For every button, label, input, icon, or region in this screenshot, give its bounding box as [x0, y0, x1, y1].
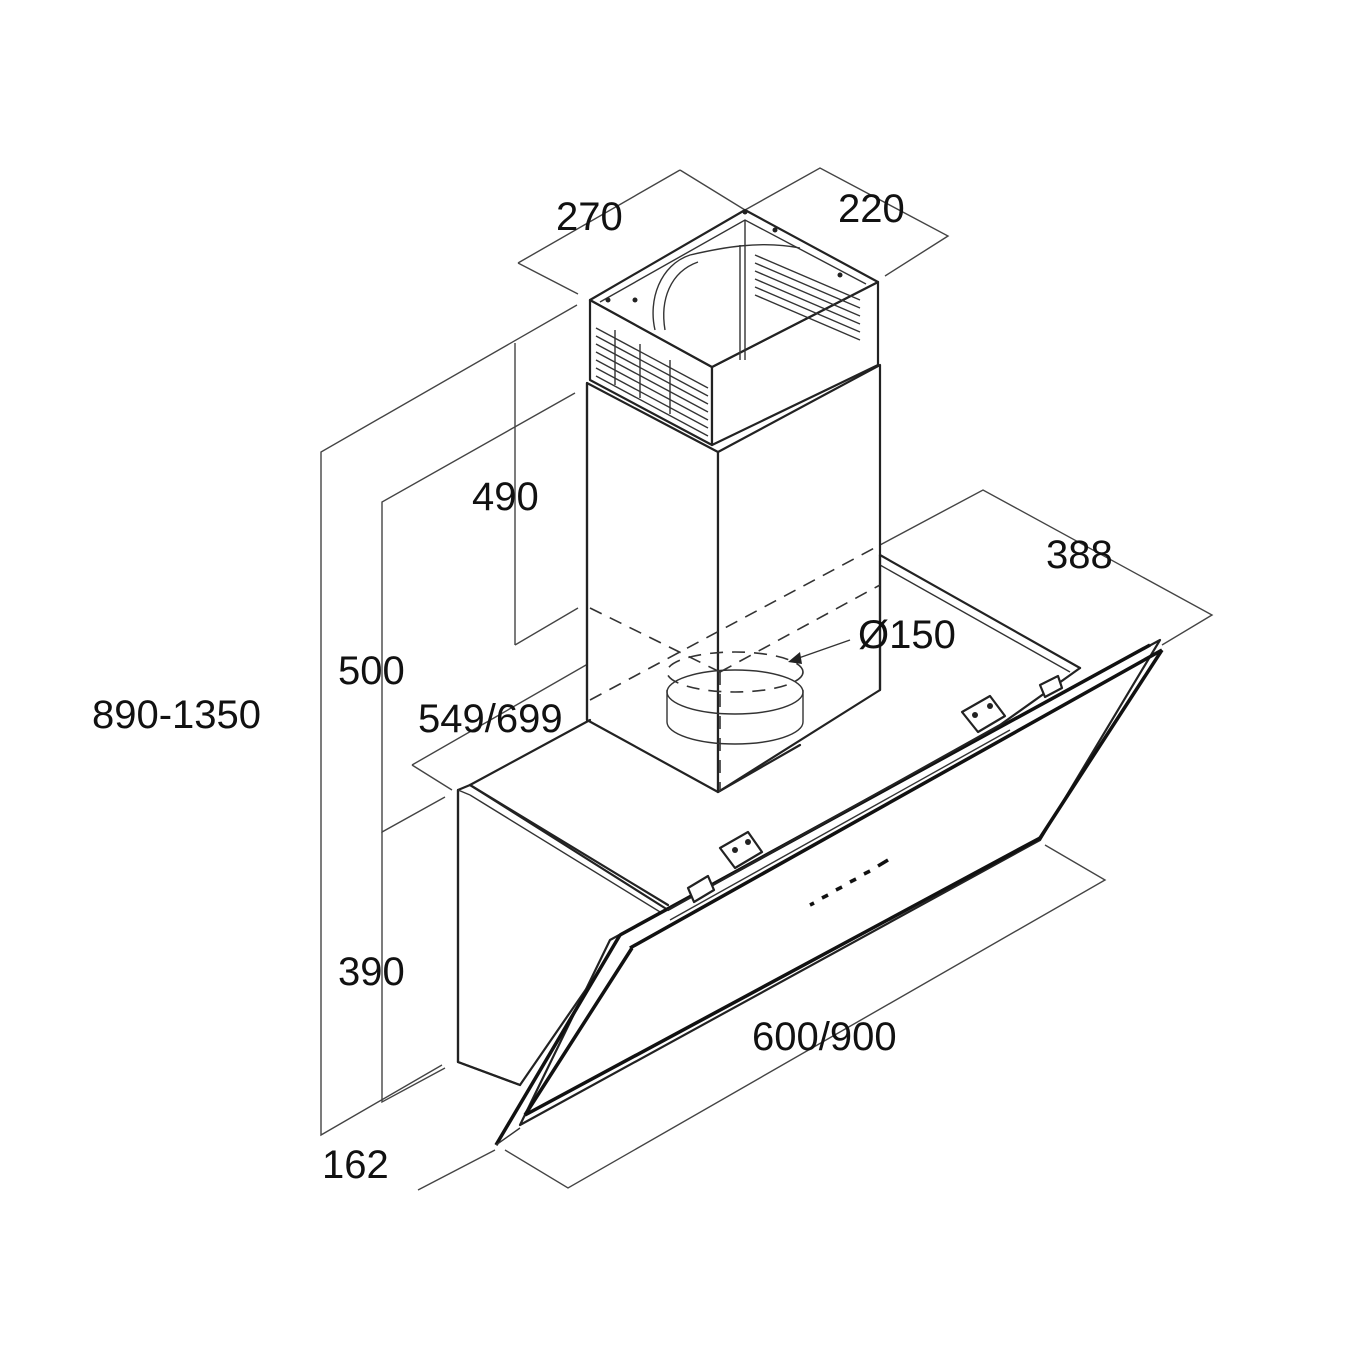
hood-body	[456, 553, 1164, 1146]
label-hood-depth: 388	[1046, 533, 1113, 577]
dimension-labels: 270 220 490 500 890-1350 388 Ø150 549/69…	[92, 187, 1113, 1187]
hinge-brackets	[686, 674, 1064, 904]
vent-slots-front	[595, 327, 709, 437]
dimension-lines	[320, 167, 1214, 1191]
label-total-height: 890-1350	[92, 693, 261, 737]
label-hood-width: 600/900	[752, 1015, 897, 1059]
vent-slots-back	[754, 254, 861, 341]
label-upper-chimney-height: 490	[472, 475, 539, 519]
label-lower-chimney-height: 500	[338, 649, 405, 693]
label-chimney-depth: 220	[838, 187, 905, 231]
label-bottom-depth: 162	[322, 1143, 389, 1187]
label-duct-diameter: Ø150	[858, 613, 956, 657]
chimney-lower	[585, 363, 882, 794]
control-buttons	[809, 858, 889, 907]
label-chimney-width: 270	[556, 195, 623, 239]
label-glass-panel-height: 390	[338, 950, 405, 994]
duct-outlet	[589, 544, 881, 792]
label-chimney-to-hood: 549/699	[418, 697, 563, 741]
chimney-upper	[588, 208, 880, 447]
